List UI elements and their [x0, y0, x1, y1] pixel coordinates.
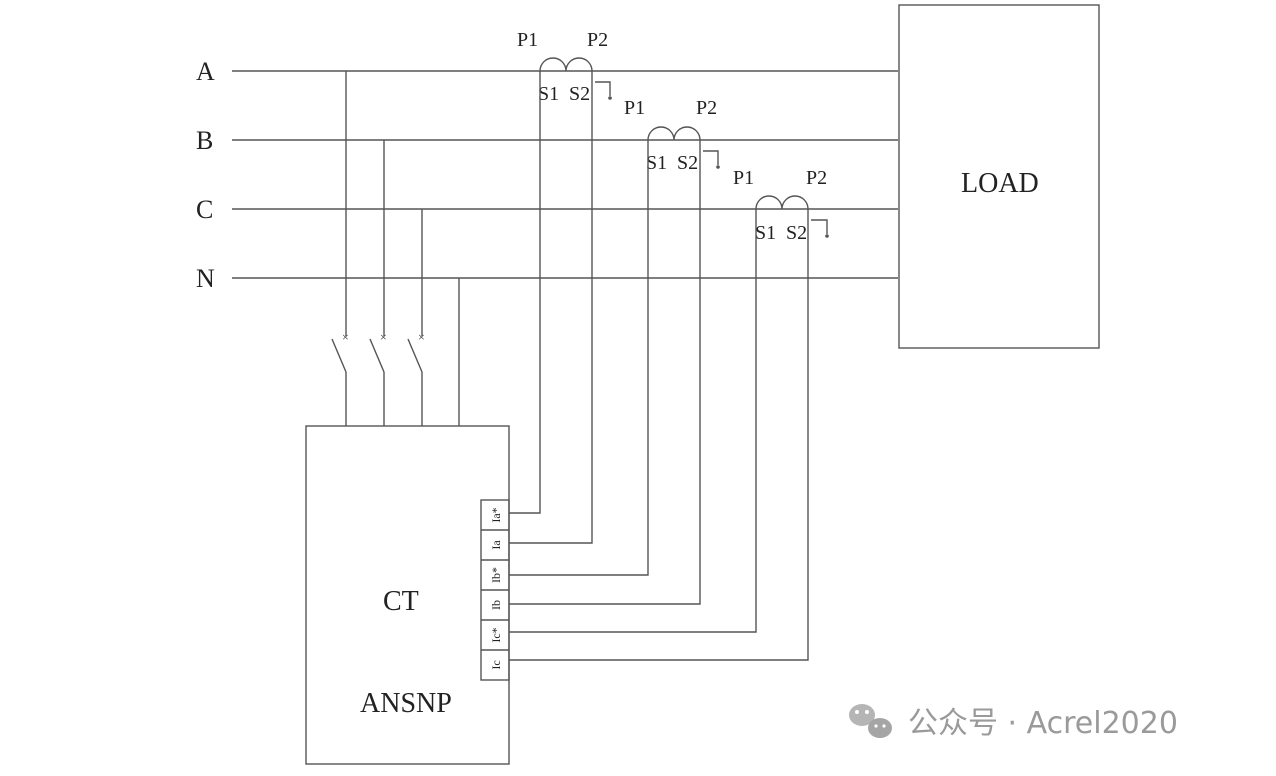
- terminal-ia: Ia: [489, 540, 503, 550]
- ct-c-ground: [811, 219, 828, 234]
- ct-b-s2-label: S2: [677, 152, 698, 174]
- ct-a-coil: [539, 57, 593, 72]
- ct-a-s2-wire: [509, 71, 593, 544]
- ct-a-p2-label: P2: [587, 29, 608, 51]
- ct-a-s2-label: S2: [569, 83, 590, 105]
- phase-label-c: C: [196, 195, 213, 224]
- ct-b-p2-label: P2: [696, 97, 717, 119]
- ct-a-s1-wire: [509, 71, 541, 514]
- terminal-ic: Ic: [489, 660, 503, 669]
- ct-b-coil: [647, 126, 701, 141]
- ct-c-ground-dot: [825, 234, 829, 238]
- ct-a-ground-dot: [608, 96, 612, 100]
- ct-a-p1-label: P1: [517, 29, 538, 51]
- phase-label-a: A: [196, 57, 215, 86]
- switch-mark-b: ×: [380, 330, 387, 344]
- ct-b-p1-label: P1: [624, 97, 645, 119]
- load-label: LOAD: [961, 168, 1039, 199]
- current-transformer-a: P1 P2 S1 S2: [517, 29, 612, 105]
- phase-label-n: N: [196, 264, 215, 293]
- ct-b-ground-dot: [716, 165, 720, 169]
- device-label-model: ANSNP: [360, 688, 452, 719]
- current-transformer-c: P1 P2 S1 S2: [733, 167, 829, 244]
- ct-c-p1-label: P1: [733, 167, 754, 189]
- ct-c-s2-label: S2: [786, 222, 807, 244]
- load-box: [898, 4, 1100, 349]
- ct-a-s1-label: S1: [538, 83, 559, 105]
- device-label-ct: CT: [383, 586, 419, 617]
- ct-b-s2-wire: [509, 140, 701, 605]
- switch-blade-a: [331, 338, 347, 373]
- ct-b-ground: [703, 150, 719, 165]
- ct-c-s2-wire: [509, 209, 809, 661]
- ct-b-s1-wire: [509, 140, 649, 576]
- switch-blade-c: [407, 338, 423, 373]
- ct-a-ground: [595, 81, 611, 96]
- ct-c-s1-label: S1: [755, 222, 776, 244]
- phase-label-b: B: [196, 126, 213, 155]
- ct-c-p2-label: P2: [806, 167, 827, 189]
- terminal-ib: Ib: [489, 600, 503, 610]
- current-transformer-b: P1 P2 S1 S2: [624, 97, 720, 174]
- ct-c-s1-wire: [509, 209, 757, 633]
- wechat-icon: [849, 704, 892, 738]
- terminal-ic-star: Ic*: [489, 627, 503, 642]
- terminal-ia-star: Ia*: [489, 507, 503, 522]
- switch-mark-c: ×: [418, 330, 425, 344]
- ct-b-s1-label: S1: [646, 152, 667, 174]
- switch-mark-a: ×: [342, 330, 349, 344]
- switch-blade-b: [369, 338, 385, 373]
- terminal-ib-star: Ib*: [489, 567, 503, 583]
- watermark: 公众号 · Acrel2020: [849, 704, 1178, 741]
- ct-c-coil: [755, 195, 809, 210]
- watermark-text: 公众号 · Acrel2020: [908, 706, 1178, 741]
